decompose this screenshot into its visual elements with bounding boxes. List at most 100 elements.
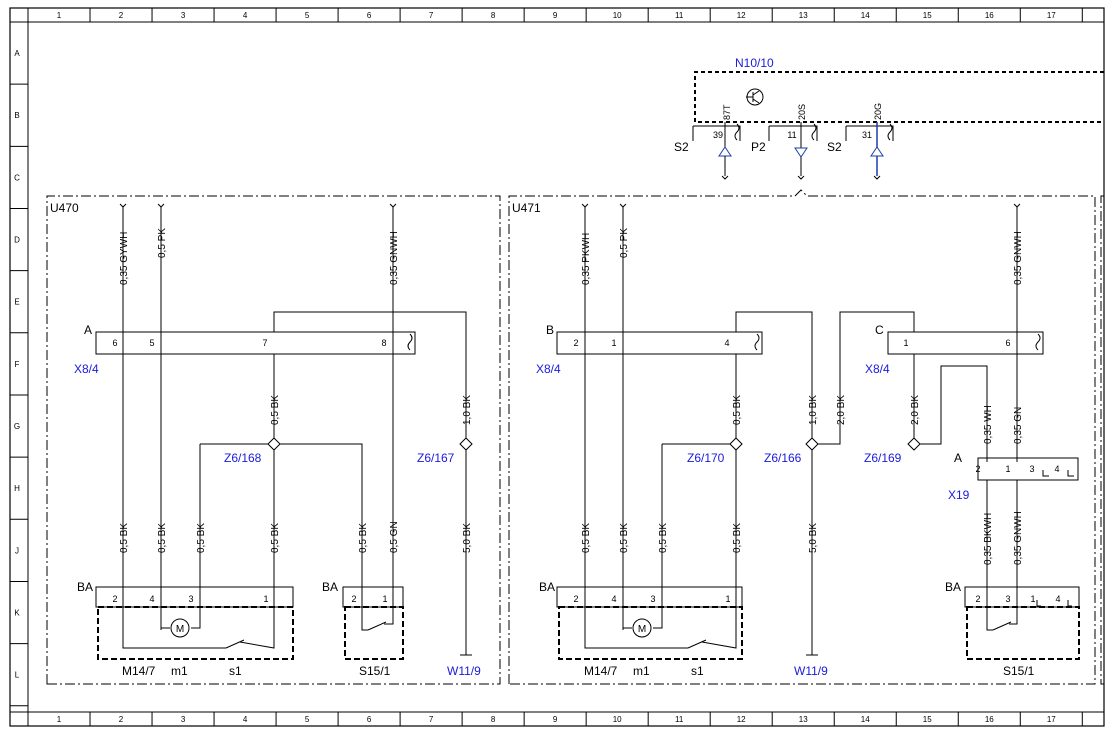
n10-pin-31: 31	[862, 130, 872, 140]
grid-column-number: 11	[675, 715, 684, 724]
splice-label: Z6/167	[417, 451, 455, 465]
motor-icon-letter: M	[176, 624, 184, 635]
wire-label: 0,5 PK	[157, 228, 168, 258]
pin-label: 3	[1005, 594, 1010, 604]
grid-column-number: 8	[491, 715, 496, 724]
wire-label: 0,35 GN	[1013, 407, 1024, 444]
n10-code-20g: 20G	[873, 103, 883, 120]
pin-label: 1	[903, 338, 908, 348]
grid-row-letter: G	[14, 422, 20, 431]
connector-letter: A	[954, 451, 962, 465]
connector-letter: C	[875, 323, 884, 337]
wire-label: 0,5 BK	[658, 523, 669, 553]
grid-column-number: 5	[305, 11, 310, 20]
wire-label: 0,35 GNWH	[1013, 231, 1024, 285]
ba-label: BA	[539, 580, 555, 594]
grid-column-number: 13	[799, 11, 808, 20]
grid-column-number: 3	[181, 715, 186, 724]
wire-label: 0,35 GYWH	[119, 232, 130, 285]
wire-label: 0,5 BK	[619, 523, 630, 553]
grid-row-letter: C	[14, 173, 20, 182]
component-name: S15/1	[359, 664, 391, 678]
wire-label: 0,5 BK	[581, 523, 592, 553]
grid-column-number: 3	[181, 11, 186, 20]
grid-row-letter: L	[15, 671, 20, 680]
n10-group-s2-a: S2	[674, 140, 689, 154]
grid-column-number: 4	[243, 11, 248, 20]
grid-column-number: 8	[491, 11, 496, 20]
grid-column-number: 10	[613, 715, 622, 724]
pin-label: 4	[149, 594, 154, 604]
pin-label: 4	[724, 338, 729, 348]
grid-column-number: 11	[675, 11, 684, 20]
pin-label: 3	[650, 594, 655, 604]
n10-title: N10/10	[735, 56, 774, 70]
pin-label: 2	[573, 594, 578, 604]
pin-label: 5	[149, 338, 154, 348]
grid-row-letter: F	[15, 360, 20, 369]
wire-label: 0,5 BK	[157, 523, 168, 553]
splice-icon	[907, 437, 921, 451]
splice-label: Z6/168	[224, 451, 262, 465]
pin-label: 1	[263, 594, 268, 604]
wire-label: 5,0 BK	[462, 523, 473, 553]
n10-10-module	[692, 71, 1104, 180]
pin-label: 2	[975, 594, 980, 604]
wire-label: 0,5 BK	[196, 523, 207, 553]
grid-column-number: 15	[923, 715, 932, 724]
u471-label: U471	[512, 201, 541, 215]
grid-row-letter: K	[14, 609, 20, 618]
splice-icon	[267, 437, 281, 451]
grid-column-number: 16	[985, 11, 994, 20]
pin-label: 2	[975, 464, 980, 474]
wire-label: 1,0 BK	[462, 395, 473, 425]
wire-label: 0,35 GNWH	[1013, 511, 1024, 565]
wire-label: 0,35 BKWH	[983, 513, 994, 565]
grid-column-number: 2	[119, 11, 124, 20]
pin-label: 3	[188, 594, 193, 604]
wire-label: 0,35 WH	[983, 405, 994, 444]
connector-letter: B	[546, 323, 554, 337]
grid-column-number: 9	[553, 715, 558, 724]
splice-label: Z6/170	[687, 451, 725, 465]
wire-label: 0,35 PKWH	[581, 233, 592, 285]
n10-code-87t: 87T	[722, 104, 732, 120]
wire-label: 0,5 BK	[358, 523, 369, 553]
component-sub: m1	[633, 664, 650, 678]
grid-column-number: 13	[799, 715, 808, 724]
grid-column-number: 12	[737, 11, 746, 20]
splice-icon	[459, 437, 473, 451]
pin-label: 6	[1005, 338, 1010, 348]
grid-column-number: 7	[429, 11, 434, 20]
grid-column-number: 7	[429, 715, 434, 724]
pin-label: 1	[382, 594, 387, 604]
wire-label: 1,0 BK	[808, 395, 819, 425]
grid-row-letter: J	[15, 546, 19, 555]
pin-label: 3	[1029, 464, 1034, 474]
pin-label: 2	[112, 594, 117, 604]
grid-column-number: 6	[367, 715, 372, 724]
grid-column-number: 1	[57, 715, 62, 724]
grid-column-number: 12	[737, 715, 746, 724]
wire-label: 2,0 BK	[910, 395, 921, 425]
motor-icon-letter: M	[638, 624, 646, 635]
splice-label: Z6/166	[764, 451, 802, 465]
n10-pin-11: 11	[787, 130, 796, 140]
grid-row-letter: E	[14, 298, 19, 307]
splice-icon	[805, 437, 819, 451]
wire-label: 0,5 BK	[732, 523, 743, 553]
ground-label: W11/9	[447, 664, 481, 678]
u470-wires	[95, 203, 472, 660]
ba-label: BA	[77, 580, 93, 594]
ba-label: BA	[945, 580, 961, 594]
grid-column-number: 4	[243, 715, 248, 724]
wire-label: 0,5 GN	[389, 521, 400, 553]
wire-label: 2,0 BK	[836, 395, 847, 425]
ground-label: W11/9	[794, 664, 828, 678]
grid-column-number: 14	[861, 11, 870, 20]
connector-name: X8/4	[536, 362, 561, 376]
pin-label: 1	[725, 594, 730, 604]
connector-name: X8/4	[74, 362, 99, 376]
pin-label: 4	[1055, 594, 1060, 604]
grid-row-letter: B	[14, 111, 19, 120]
